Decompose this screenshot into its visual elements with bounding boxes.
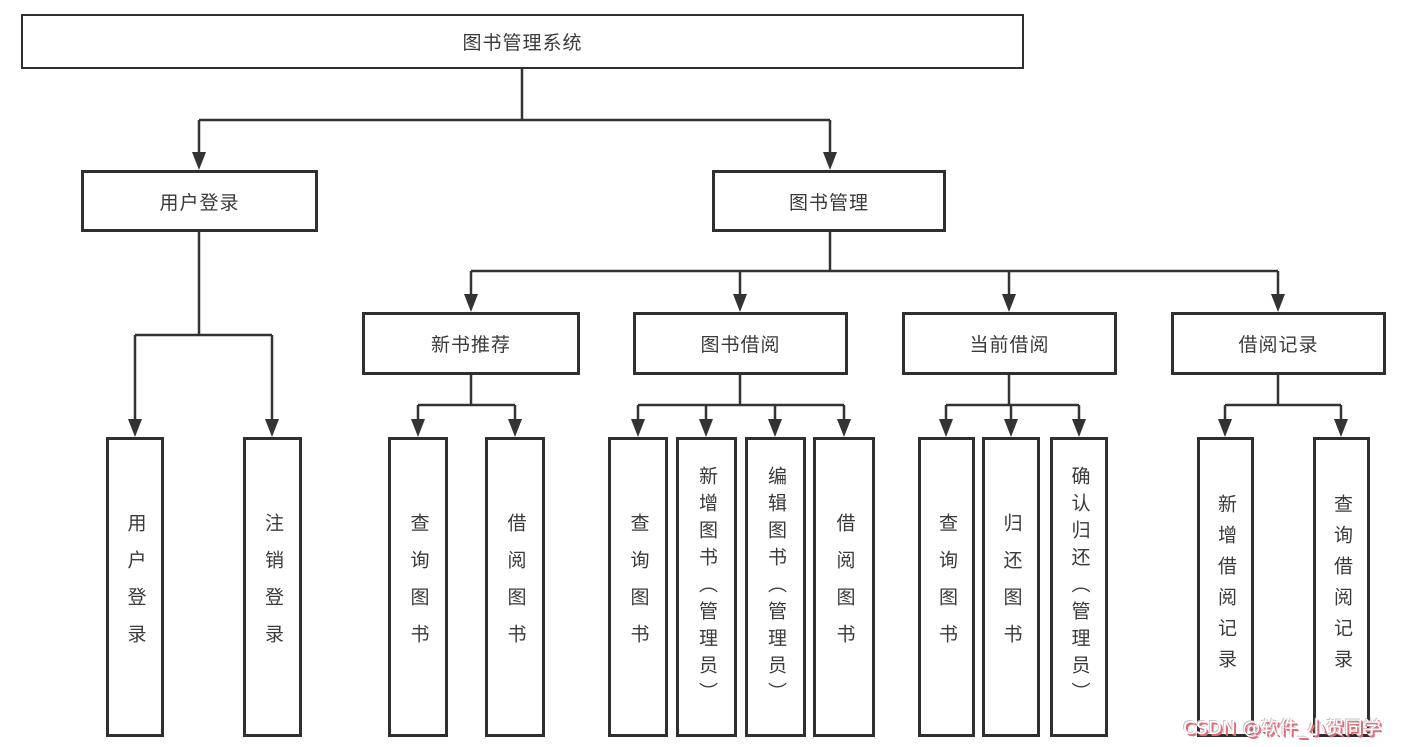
node-label: 借阅记录	[1238, 334, 1319, 356]
node-label: 新增图书（管理员）	[696, 465, 718, 709]
leaf-borrow-books-recommend: 借阅图书	[485, 437, 545, 737]
node-label: 新增借阅记录	[1215, 494, 1237, 680]
node-book-management: 图书管理	[712, 170, 946, 232]
leaf-confirm-return-admin: 确认归还（管理员）	[1050, 437, 1108, 737]
leaf-add-borrowing-record: 新增借阅记录	[1197, 437, 1254, 737]
node-label: 查询图书	[936, 513, 958, 661]
node-label: 新书推荐	[430, 334, 511, 356]
node-label: 编辑图书（管理员）	[765, 465, 787, 709]
leaf-add-books-admin: 新增图书（管理员）	[676, 437, 737, 737]
node-label: 图书借阅	[700, 334, 781, 356]
node-label: 图书管理系统	[462, 32, 583, 54]
node-label: 用户登录	[159, 191, 240, 214]
node-user-login: 用户登录	[81, 170, 318, 232]
node-label: 查询图书	[627, 513, 650, 661]
leaf-query-borrowing-record: 查询借阅记录	[1313, 437, 1370, 737]
leaf-logout: 注销登录	[243, 437, 302, 737]
node-label: 借阅图书	[504, 513, 527, 661]
leaf-query-books-recommend: 查询图书	[388, 437, 448, 737]
leaf-user-login: 用户登录	[106, 437, 164, 737]
node-current-borrowing: 当前借阅	[902, 312, 1117, 375]
node-borrowing-records: 借阅记录	[1171, 312, 1386, 375]
node-book-borrowing: 图书借阅	[633, 312, 848, 375]
node-label: 注销登录	[262, 513, 284, 661]
node-label: 查询图书	[407, 513, 430, 661]
node-label: 确认归还（管理员）	[1068, 465, 1091, 709]
node-label: 归还图书	[1000, 513, 1023, 661]
node-label: 查询借阅记录	[1331, 494, 1353, 680]
node-root-library-management-system: 图书管理系统	[21, 14, 1024, 69]
node-label: 借阅图书	[833, 513, 856, 661]
leaf-return-books: 归还图书	[982, 437, 1040, 737]
csdn-watermark: CSDN @软件_小贺同学	[1183, 718, 1382, 739]
node-label: 当前借阅	[969, 334, 1050, 356]
node-label: 用户登录	[124, 513, 147, 661]
leaf-borrow-books: 借阅图书	[813, 437, 875, 737]
node-label: 图书管理	[788, 191, 869, 214]
leaf-query-books-current: 查询图书	[918, 437, 975, 737]
node-new-book-recommendation: 新书推荐	[362, 312, 580, 375]
leaf-edit-books-admin: 编辑图书（管理员）	[745, 437, 806, 737]
leaf-query-books-borrowing: 查询图书	[608, 437, 668, 737]
